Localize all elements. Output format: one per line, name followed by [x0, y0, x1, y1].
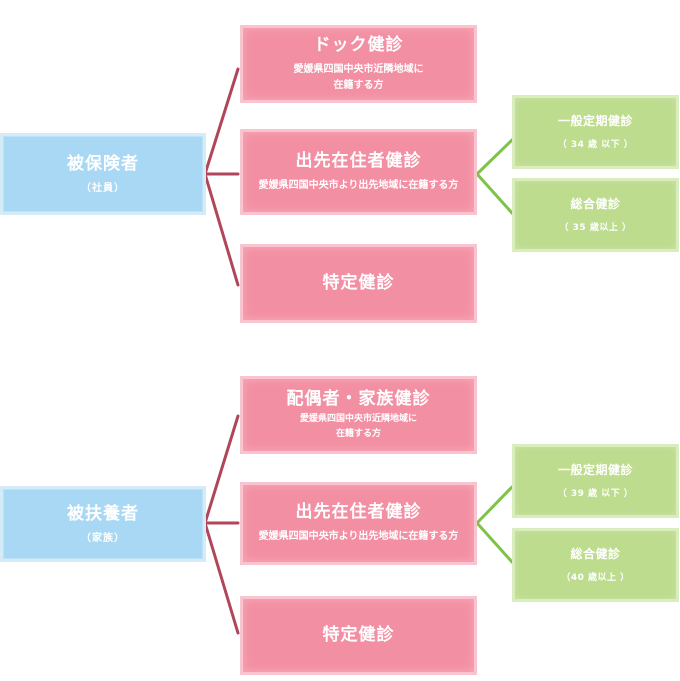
general-periodic-checkup-title-dependent: 一般定期健診 [557, 463, 633, 477]
general-periodic-checkup-node-employee: 一般定期健診 （ 34 歳 以下 ） [512, 95, 679, 169]
remote-resident-checkup-detail-dependent: 愛媛県四国中央市より出先地域に在籍する方 [258, 531, 459, 543]
connector-employee-to-specific [203, 172, 240, 287]
remote-resident-checkup-node-dependent: 出先在住者健診 愛媛県四国中央市より出先地域に在籍する方 [240, 482, 477, 565]
comprehensive-checkup-node-dependent: 総合健診 （40 歳以上 ） [512, 528, 679, 602]
specific-checkup-title-dependent: 特定健診 [322, 624, 395, 645]
remote-resident-checkup-node-employee: 出先在住者健診 愛媛県四国中央市より出先地域に在籍する方 [240, 129, 477, 215]
connector-employee-to-dock [203, 67, 240, 176]
family-checkup-title: 配偶者・家族健診 [286, 388, 431, 409]
specific-checkup-node-dependent: 特定健診 [240, 596, 477, 675]
insured-employee-node: 被保険者 （社員） [0, 133, 206, 215]
comprehensive-checkup-node-employee: 総合健診 （ 35 歳以上 ） [512, 178, 679, 252]
comprehensive-checkup-title-dependent: 総合健診 [570, 547, 621, 561]
specific-checkup-title-employee: 特定健診 [322, 272, 395, 293]
dependent-family-title: 被扶養者 [67, 503, 139, 524]
comprehensive-checkup-age-employee: （ 35 歳以上 ） [559, 223, 632, 233]
remote-resident-checkup-title-dependent: 出先在住者健診 [295, 502, 422, 523]
dependent-family-subtitle: （家族） [81, 533, 125, 545]
connector-dependent-to-specific [203, 521, 240, 635]
general-periodic-checkup-node-dependent: 一般定期健診 （ 39 歳 以下 ） [512, 444, 679, 518]
comprehensive-checkup-title-employee: 総合健診 [570, 197, 621, 211]
general-periodic-checkup-title-employee: 一般定期健診 [557, 114, 633, 128]
family-checkup-detail-line-2: 在籍する方 [335, 428, 381, 439]
connector-remote-1-to-general [475, 138, 514, 176]
specific-checkup-node-employee: 特定健診 [240, 244, 477, 323]
general-periodic-checkup-age-employee: （ 34 歳 以下 ） [557, 140, 634, 150]
dock-checkup-node: ドック健診 愛媛県四国中央市近隣地域に 在籍する方 [240, 25, 477, 103]
remote-resident-checkup-title-employee: 出先在住者健診 [295, 150, 422, 171]
dock-checkup-detail-line-1: 愛媛県四国中央市近隣地域に [293, 64, 424, 76]
general-periodic-checkup-age-dependent: （ 39 歳 以下 ） [557, 489, 634, 499]
dependent-family-node: 被扶養者 （家族） [0, 486, 206, 562]
connector-remote-1-to-comprehensive [475, 172, 514, 215]
connector-remote-2-to-comprehensive [475, 521, 514, 564]
insured-employee-subtitle: （社員） [81, 183, 125, 195]
family-checkup-node: 配偶者・家族健診 愛媛県四国中央市近隣地域に 在籍する方 [240, 376, 477, 454]
connector-remote-2-to-general [475, 485, 514, 525]
dock-checkup-detail: 愛媛県四国中央市近隣地域に 在籍する方 [294, 62, 424, 93]
insured-employee-title: 被保険者 [67, 153, 139, 174]
dock-checkup-detail-line-2: 在籍する方 [333, 79, 384, 91]
comprehensive-checkup-age-dependent: （40 歳以上 ） [561, 573, 630, 583]
connector-dependent-to-family [203, 414, 240, 525]
dock-checkup-title: ドック健診 [313, 34, 404, 55]
remote-resident-checkup-detail-employee: 愛媛県四国中央市より出先地域に在籍する方 [258, 179, 459, 191]
family-checkup-detail: 愛媛県四国中央市近隣地域に 在籍する方 [300, 412, 417, 441]
family-checkup-detail-line-1: 愛媛県四国中央市近隣地域に [299, 414, 417, 425]
